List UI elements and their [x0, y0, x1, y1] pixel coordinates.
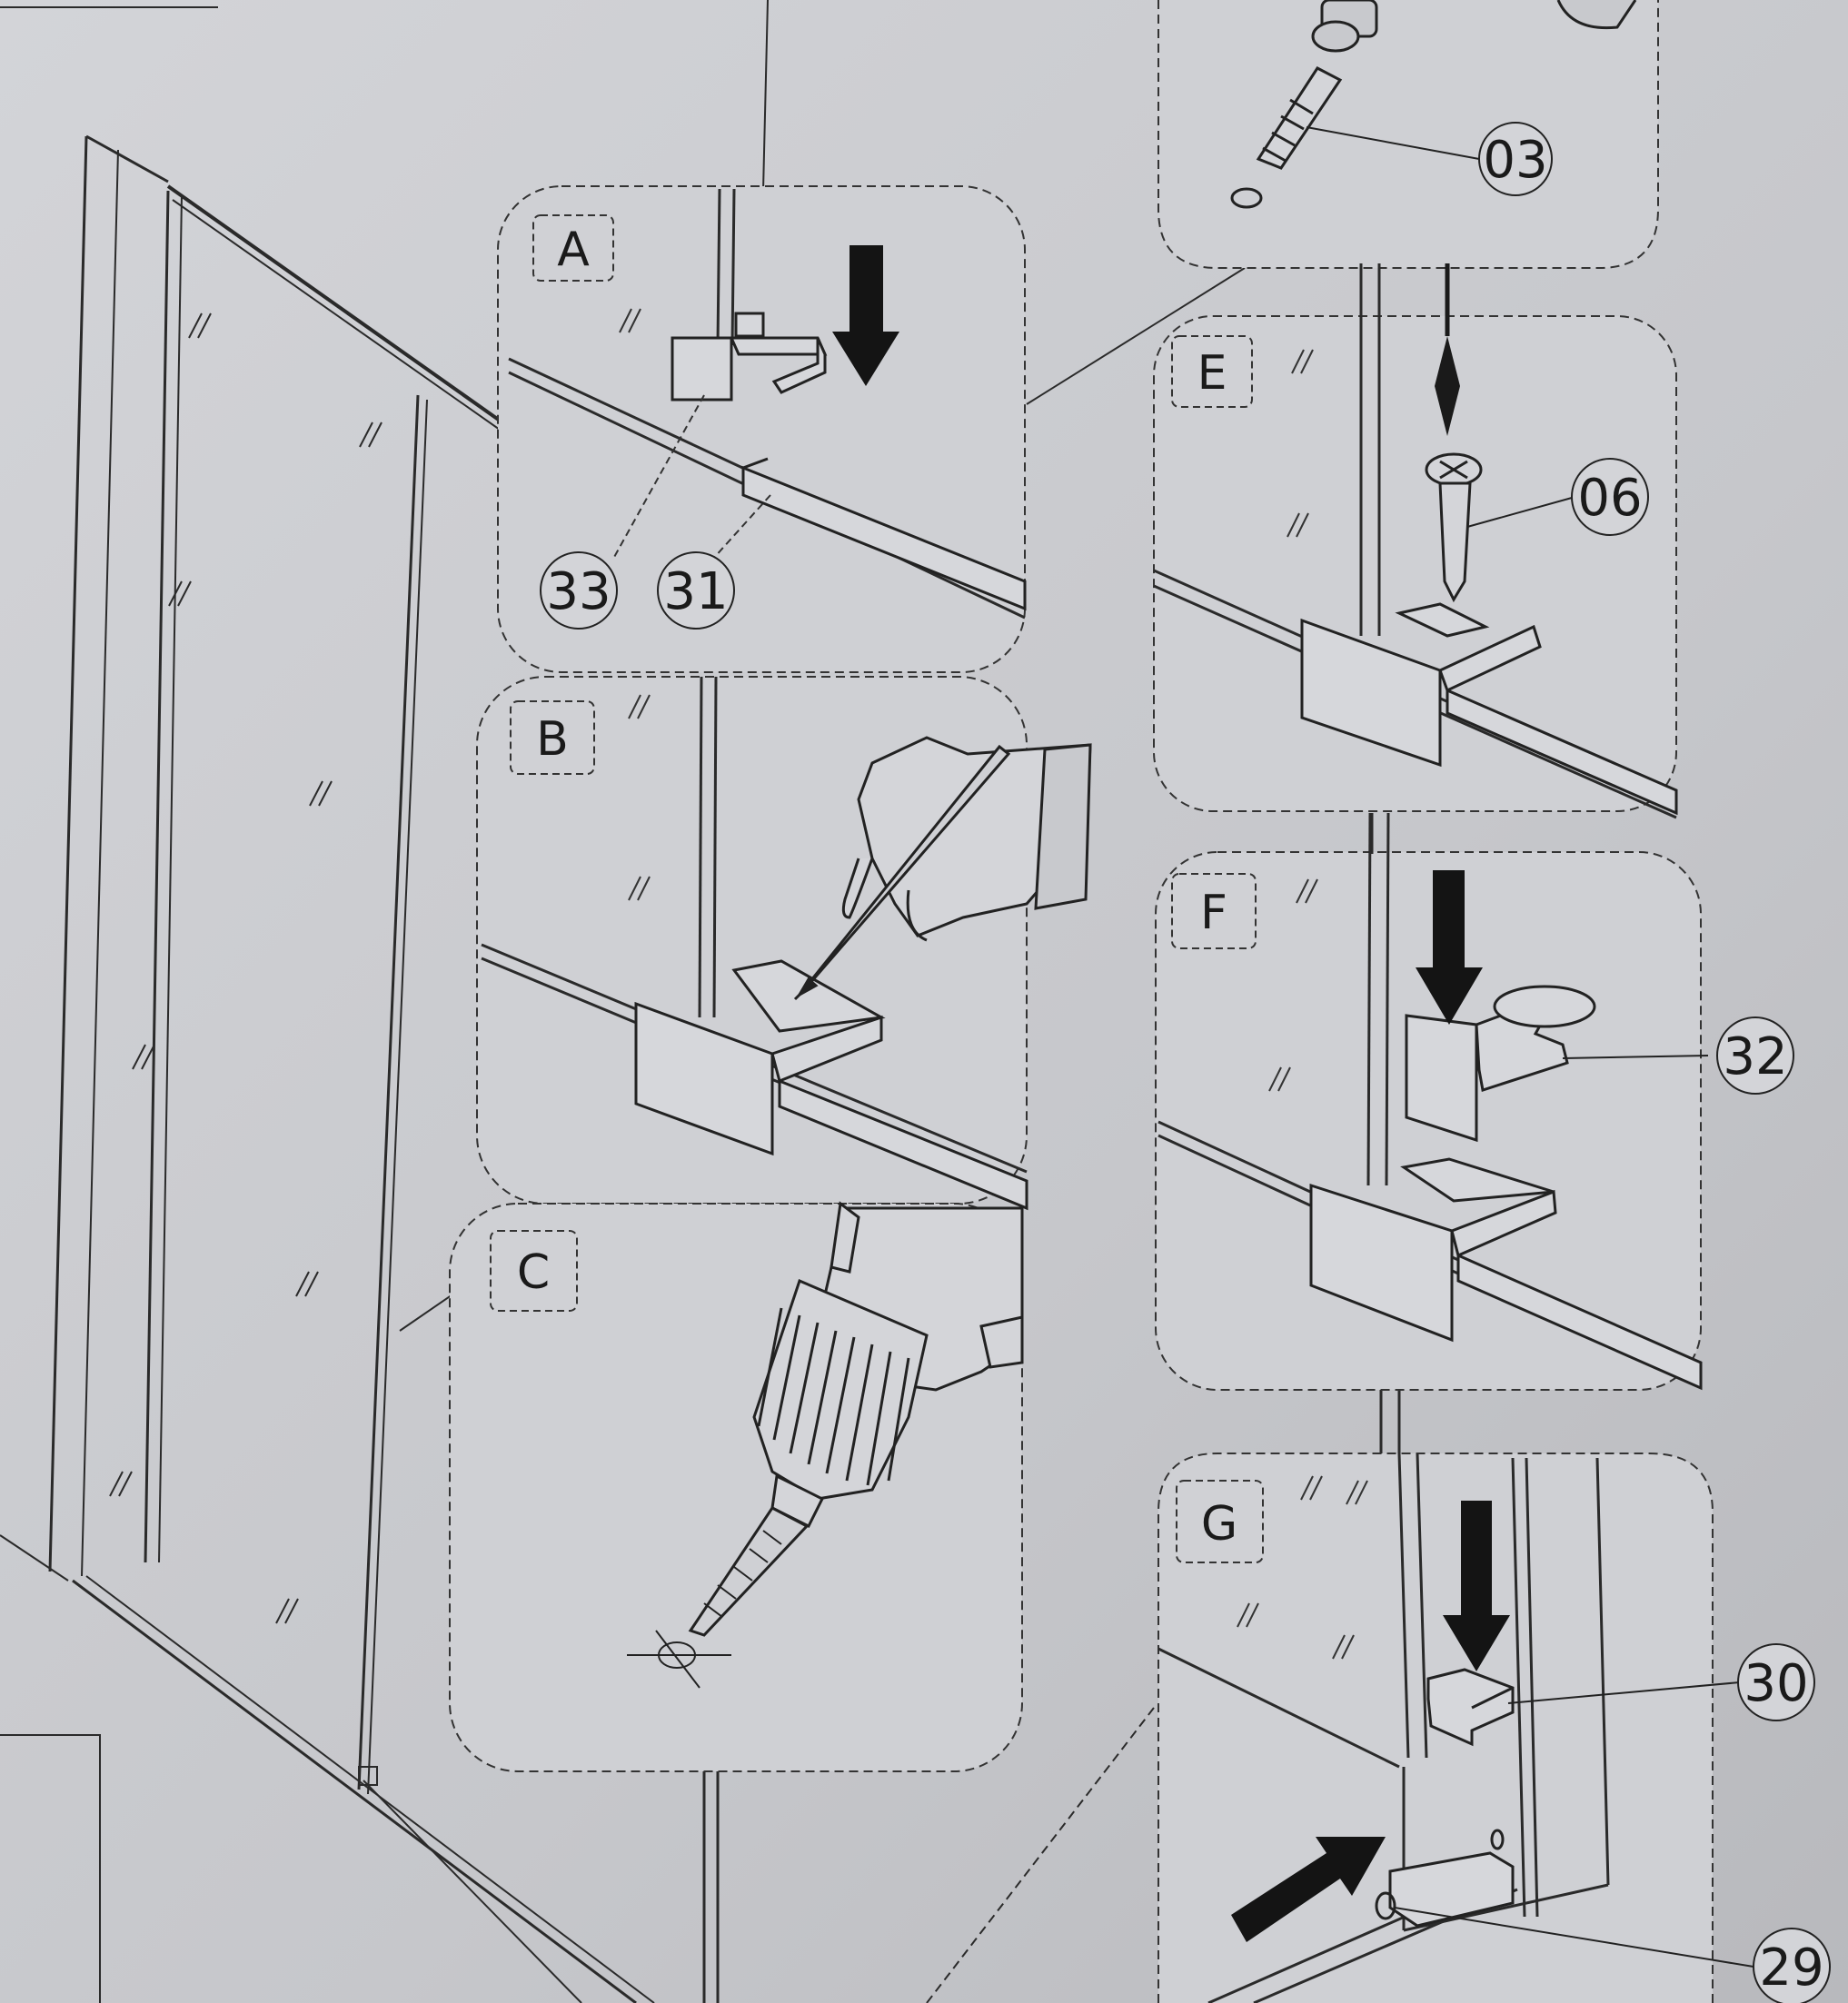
clip-icon	[1426, 1668, 1515, 1747]
hole-mark-icon	[627, 1630, 731, 1689]
panel-b: B	[476, 676, 1092, 1211]
step-label-e: E	[1171, 335, 1253, 408]
bracket-icon	[634, 959, 1028, 1211]
diagonal-arrow-icon	[1231, 1837, 1386, 1942]
step-label-f: F	[1171, 873, 1257, 949]
hammer-tip-icon	[1311, 0, 1637, 53]
step-letter-a: A	[557, 223, 590, 277]
drill-icon	[688, 1201, 1024, 1637]
part-number-29: 29	[1759, 1939, 1823, 1998]
step-letter-e: E	[1197, 346, 1227, 401]
screw-icon	[1425, 452, 1483, 603]
part-number-32: 32	[1723, 1027, 1787, 1086]
screwdriver-icon	[1435, 263, 1460, 436]
part-number-30: 30	[1744, 1654, 1808, 1713]
step-letter-b: B	[536, 712, 569, 767]
profile-31-icon	[741, 457, 1027, 611]
cover-cap-icon	[1405, 985, 1596, 1143]
down-arrow-icon	[832, 245, 899, 386]
part-callout-29: 29	[1753, 1928, 1831, 2003]
step-letter-g: G	[1201, 1497, 1237, 1552]
part-number-03: 03	[1483, 131, 1547, 190]
panel-e: E 06	[1153, 263, 1678, 819]
step-label-b: B	[510, 700, 595, 775]
part-callout-30: 30	[1737, 1643, 1815, 1721]
shower-enclosure-drawing	[0, 0, 1401, 2003]
bracket-icon	[1309, 1157, 1703, 1391]
wall-plug-icon	[1230, 66, 1343, 209]
step-label-g: G	[1176, 1480, 1264, 1563]
part-callout-32: 32	[1716, 1016, 1794, 1095]
part-callout-06: 06	[1571, 458, 1649, 536]
bracket-icon	[1300, 602, 1678, 816]
panel-d: 03	[1157, 0, 1659, 269]
panel-f: F 32	[1155, 812, 1794, 1391]
hand-with-pencil-icon	[793, 736, 1092, 1001]
part-number-06: 06	[1577, 469, 1642, 528]
bracket-33-icon	[671, 312, 828, 402]
base-profile-icon	[1375, 1829, 1515, 1928]
down-arrow-icon	[1416, 870, 1483, 1025]
panel-g: G 30 29	[1157, 1453, 1831, 2003]
part-number-33: 33	[546, 562, 611, 621]
step-letter-c: C	[517, 1245, 550, 1300]
part-callout-33: 33	[540, 551, 618, 630]
step-letter-f: F	[1200, 886, 1227, 940]
part-callout-31: 31	[657, 551, 735, 630]
panel-a: A 33 31	[497, 185, 1027, 673]
part-number-31: 31	[663, 562, 728, 621]
step-label-a: A	[532, 214, 614, 282]
panel-c: C	[449, 1201, 1024, 1772]
down-arrow-icon	[1443, 1501, 1510, 1671]
step-label-c: C	[490, 1230, 578, 1312]
part-callout-03: 03	[1478, 122, 1553, 196]
